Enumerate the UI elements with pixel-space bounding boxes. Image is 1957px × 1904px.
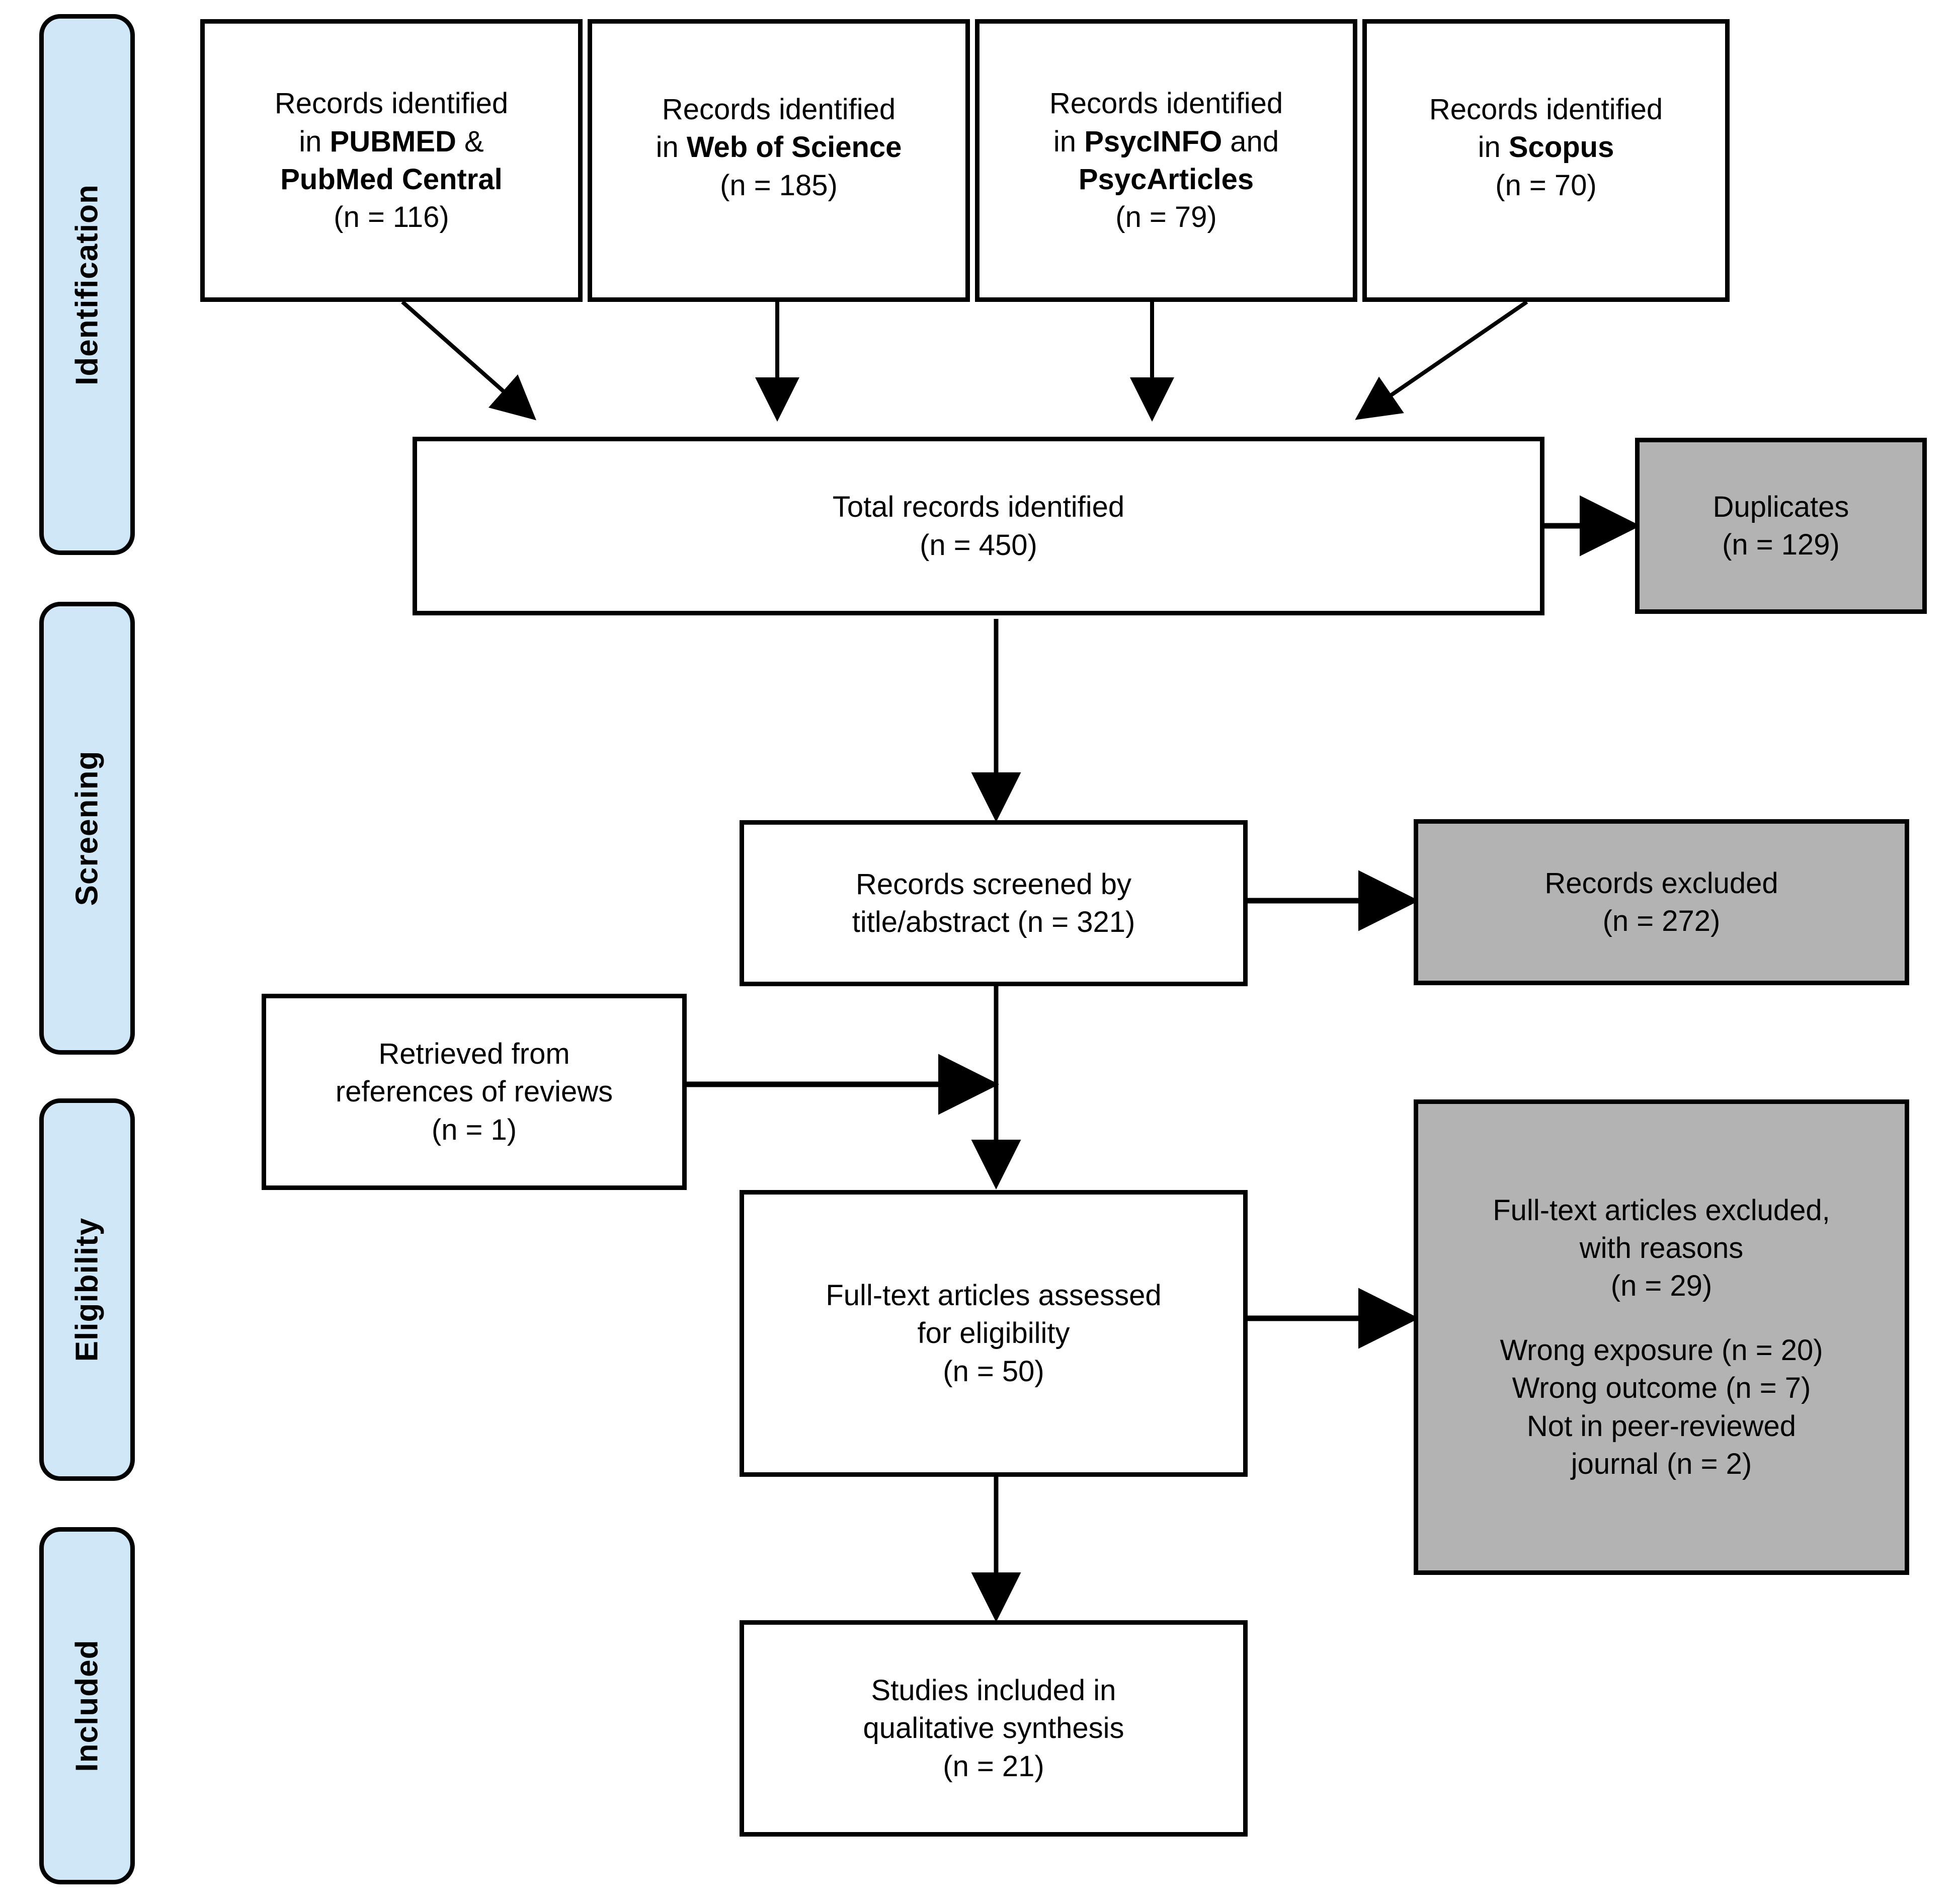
source-psycinfo-line3: PsycArticles [1078, 163, 1254, 196]
phase-included: Included [39, 1527, 135, 1884]
source-pubmed-name: PUBMED [330, 125, 456, 158]
arrow-sources-to-total [401, 300, 1528, 422]
source-scopus-line2: in Scopus [1478, 131, 1614, 164]
source-box-scopus: Records identified in Scopus (n = 70) [1362, 19, 1730, 302]
source-wos-line1: Records identified [662, 93, 896, 126]
source-pubmed-line1: Records identified [274, 87, 509, 120]
total-records-count: (n = 450) [920, 528, 1037, 562]
spacer [1374, 204, 1718, 230]
fulltext-assessed-box: Full-text articles assessed for eligibil… [740, 1190, 1248, 1477]
source-box-pubmed: Records identified in PUBMED & PubMed Ce… [200, 19, 583, 302]
exclusion-reason-item: Wrong exposure (n = 20) [1500, 1333, 1823, 1367]
source-psycinfo-count: (n = 79) [1115, 201, 1217, 234]
records-screened-line2: title/abstract (n = 321) [852, 906, 1135, 938]
fulltext-assessed-line2: for eligibility [917, 1317, 1070, 1350]
source-scopus-count: (n = 70) [1495, 169, 1597, 202]
spacer [1425, 1305, 1898, 1331]
phase-identification-label: Identification [69, 184, 105, 385]
source-psycinfo-line1: Records identified [1049, 87, 1283, 120]
phase-screening: Screening [39, 602, 135, 1055]
source-box-psycinfo: Records identified in PsycINFO and PsycA… [975, 19, 1357, 302]
records-excluded-line1: Records excluded [1544, 866, 1778, 900]
fulltext-excluded-line1: Full-text articles excluded, [1493, 1194, 1830, 1227]
source-pubmed-line3: PubMed Central [280, 163, 503, 196]
phase-included-label: Included [69, 1639, 105, 1772]
source-box-web-of-science: Records identified in Web of Science (n … [588, 19, 970, 302]
retrieved-line2: references of reviews [335, 1075, 613, 1108]
source-wos-count: (n = 185) [720, 169, 838, 202]
source-pubmed-count: (n = 116) [334, 201, 449, 234]
fulltext-excluded-box: Full-text articles excluded, with reason… [1414, 1099, 1909, 1575]
exclusion-reason-item: journal (n = 2) [1571, 1447, 1752, 1480]
phase-screening-label: Screening [69, 750, 105, 906]
source-scopus-name: Scopus [1508, 131, 1614, 164]
source-wos-line2: in Web of Science [656, 131, 902, 164]
spacer [599, 204, 958, 230]
records-excluded-box: Records excluded (n = 272) [1414, 819, 1909, 985]
retrieved-line1: Retrieved from [378, 1037, 570, 1070]
records-excluded-count: (n = 272) [1602, 905, 1721, 937]
studies-included-line1: Studies included in [871, 1674, 1116, 1707]
phase-identification: Identification [39, 14, 135, 555]
fulltext-assessed-line1: Full-text articles assessed [826, 1279, 1162, 1312]
source-pubmed-line2: in PUBMED & [299, 125, 484, 158]
records-screened-box: Records screened by title/abstract (n = … [740, 820, 1248, 986]
phase-eligibility: Eligibility [39, 1098, 135, 1481]
phase-eligibility-label: Eligibility [69, 1217, 105, 1362]
source-wos-name: Web of Science [686, 131, 902, 164]
retrieved-references-box: Retrieved from references of reviews (n … [262, 994, 687, 1190]
fulltext-excluded-count: (n = 29) [1610, 1270, 1713, 1303]
duplicates-box: Duplicates (n = 129) [1635, 438, 1927, 614]
studies-included-box: Studies included in qualitative synthesi… [740, 1620, 1248, 1837]
total-records-line1: Total records identified [832, 491, 1125, 524]
exclusion-reason-item: Wrong outcome (n = 7) [1512, 1372, 1811, 1405]
exclusion-reason-item: Not in peer-reviewed [1526, 1409, 1797, 1443]
fulltext-excluded-line2: with reasons [1579, 1232, 1744, 1265]
duplicates-line1: Duplicates [1713, 490, 1849, 523]
records-screened-line1: Records screened by [855, 867, 1132, 901]
total-records-box: Total records identified (n = 450) [413, 437, 1544, 615]
studies-included-line2: qualitative synthesis [863, 1712, 1124, 1745]
fulltext-assessed-count: (n = 50) [943, 1355, 1044, 1388]
studies-included-count: (n = 21) [943, 1750, 1044, 1783]
duplicates-count: (n = 129) [1722, 528, 1840, 561]
source-psycinfo-line2: in PsycINFO and [1053, 125, 1279, 158]
source-scopus-line1: Records identified [1429, 93, 1663, 126]
retrieved-count: (n = 1) [431, 1113, 517, 1146]
source-psycinfo-name: PsycINFO [1084, 125, 1222, 158]
